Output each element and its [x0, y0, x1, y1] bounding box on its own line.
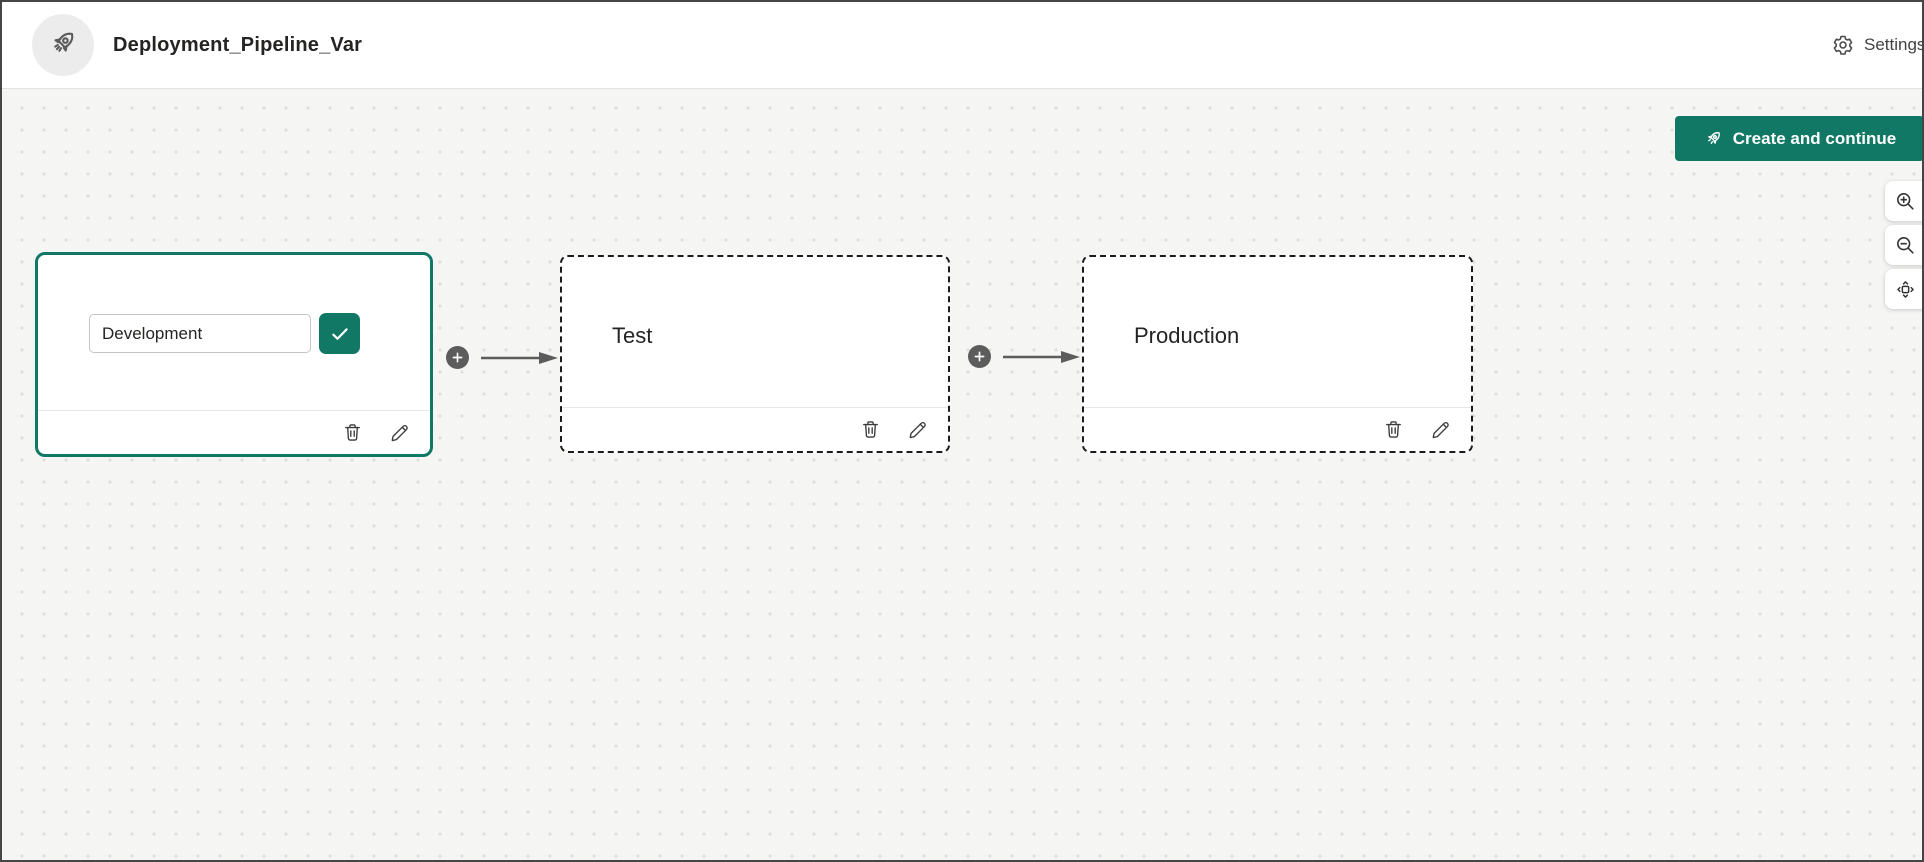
pencil-icon [1430, 419, 1451, 440]
stage-card-production[interactable]: Production [1082, 255, 1473, 453]
stage-card-development[interactable] [35, 252, 433, 457]
create-and-continue-button[interactable]: Create and continue [1675, 116, 1922, 161]
rocket-icon [46, 26, 80, 65]
plus-icon [450, 350, 465, 365]
add-stage-button[interactable] [968, 345, 991, 368]
stage-card-footer [562, 407, 948, 451]
delete-stage-button[interactable] [860, 419, 881, 440]
stage-card-test[interactable]: Test [560, 255, 950, 453]
trash-icon [860, 419, 881, 440]
pipeline-avatar [32, 14, 94, 76]
add-stage-button[interactable] [446, 346, 469, 369]
zoom-out-icon [1895, 235, 1916, 256]
trash-icon [1383, 419, 1404, 440]
confirm-stage-name-button[interactable] [319, 313, 360, 354]
zoom-out-button[interactable] [1885, 225, 1922, 265]
settings-label: Settings [1864, 35, 1924, 54]
pencil-icon [389, 422, 410, 443]
connector-arrow [1003, 351, 1080, 363]
app-header: Deployment_Pipeline_Var Settings [2, 2, 1922, 89]
pencil-icon [907, 419, 928, 440]
stage-card-footer [1084, 407, 1471, 451]
delete-stage-button[interactable] [342, 422, 363, 443]
pipeline-canvas [2, 90, 1922, 860]
stage-card-footer [38, 410, 430, 454]
fit-to-view-button[interactable] [1885, 269, 1922, 309]
edit-stage-button[interactable] [907, 419, 928, 440]
create-and-continue-label: Create and continue [1732, 128, 1897, 148]
page-title: Deployment_Pipeline_Var [113, 33, 363, 56]
stage-name-input[interactable] [89, 314, 311, 353]
stage-label: Production [1134, 323, 1240, 348]
connector-arrow [481, 352, 558, 364]
gear-icon [1832, 34, 1854, 56]
edit-stage-button[interactable] [389, 422, 410, 443]
zoom-in-button[interactable] [1885, 181, 1922, 221]
fit-to-view-icon [1895, 279, 1916, 300]
check-icon [329, 323, 351, 345]
delete-stage-button[interactable] [1383, 419, 1404, 440]
stage-label: Test [612, 323, 653, 348]
edit-stage-button[interactable] [1430, 419, 1451, 440]
zoom-in-icon [1895, 191, 1916, 212]
settings-button[interactable]: Settings [1832, 2, 1924, 88]
trash-icon [342, 422, 363, 443]
plus-icon [972, 349, 987, 364]
rocket-icon [1703, 128, 1724, 149]
